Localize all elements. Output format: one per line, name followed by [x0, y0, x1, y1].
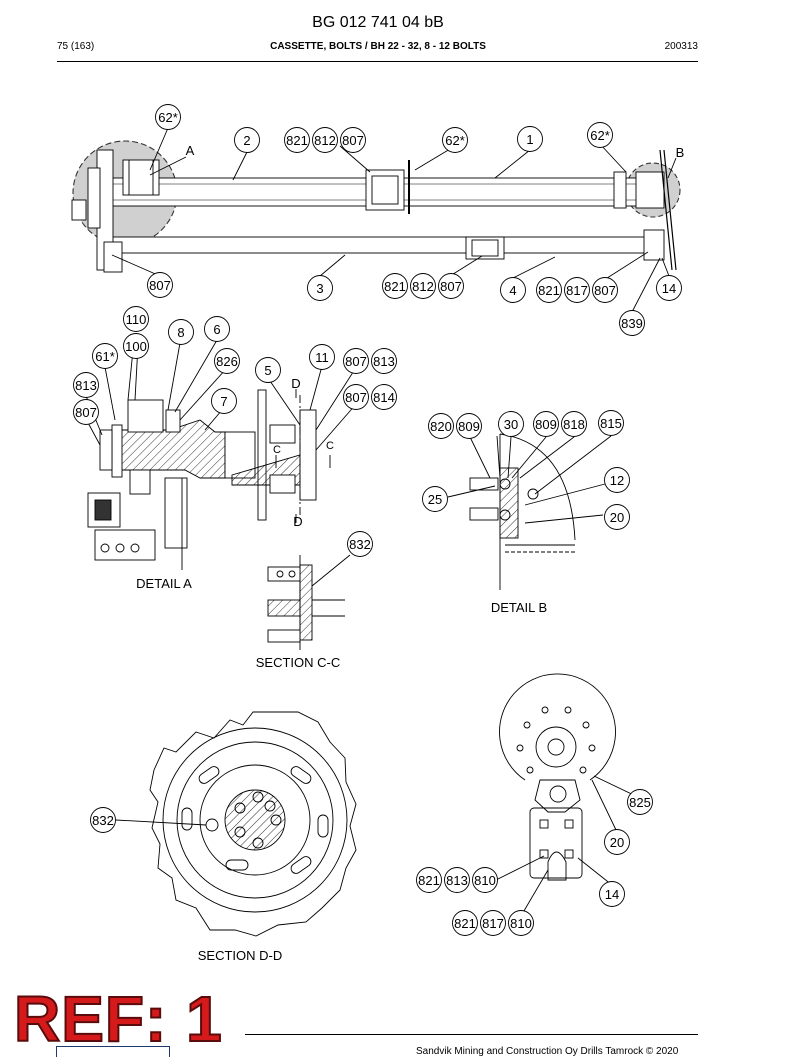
company-logo-icon	[56, 1046, 170, 1057]
callout-main: 3	[316, 281, 323, 296]
section-dd-callouts	[90, 807, 116, 833]
callout-detail-a: 7	[220, 394, 227, 409]
callout-end-view: 813	[446, 873, 468, 888]
detail-b-view	[447, 433, 612, 590]
view-letter-d-bottom: D	[293, 514, 302, 529]
detail-a-callout-labels: 110 8 6 100 61* 826 813 7 807 5 11 807 8…	[75, 312, 395, 552]
callout-detail-a: 813	[75, 378, 97, 393]
callout-main: 807	[594, 283, 616, 298]
callout-detail-a: 5	[264, 363, 271, 378]
caption-detail-b: DETAIL B	[491, 600, 547, 615]
main-callouts	[147, 104, 682, 336]
main-callout-labels: 62* 2 821 812 807 62* 1 62* 807 3 821 81…	[149, 110, 684, 331]
page-reference: 75 (163)	[57, 41, 95, 52]
callout-end-view: 14	[605, 887, 619, 902]
callout-detail-b: 820	[430, 419, 452, 434]
caption-section-cc: SECTION C-C	[256, 655, 341, 670]
footer-copyright: Sandvik Mining and Construction Oy Drill…	[416, 1046, 679, 1057]
main-assembly-view	[71, 127, 681, 313]
section-title: CASSETTE, BOLTS / BH 22 - 32, 8 - 12 BOL…	[270, 41, 486, 52]
callout-detail-a: 807	[345, 354, 367, 369]
callout-end-view: 821	[418, 873, 440, 888]
callout-main: 839	[621, 316, 643, 331]
callout-detail-a: 807	[345, 390, 367, 405]
callout-main: 821	[286, 133, 308, 148]
callout-detail-b: 25	[428, 492, 442, 507]
callout-main: 821	[538, 283, 560, 298]
callout-detail-a: 807	[75, 405, 97, 420]
callout-main: 807	[342, 133, 364, 148]
callout-detail-b: 818	[563, 417, 585, 432]
callout-detail-b: 12	[610, 473, 624, 488]
callout-main: 807	[149, 278, 171, 293]
end-view-callouts	[416, 789, 653, 936]
callout-end-view: 817	[482, 916, 504, 931]
detail-b-callouts	[422, 410, 630, 530]
footer-divider	[245, 1034, 698, 1035]
callout-main: 62*	[445, 133, 465, 148]
callout-detail-a: 814	[373, 390, 395, 405]
date-code: 200313	[664, 41, 698, 52]
callout-end-view: 810	[510, 916, 532, 931]
callout-end-view: 821	[454, 916, 476, 931]
detail-a-view	[85, 339, 358, 570]
section-dd-view	[115, 711, 357, 937]
callout-detail-b: 809	[458, 419, 480, 434]
callout-main: 812	[412, 279, 434, 294]
callout-detail-a: 8	[177, 325, 184, 340]
end-view	[495, 673, 641, 917]
detail-b-callout-labels: 820 809 30 809 818 815 12 25 20	[428, 416, 624, 525]
callout-main: 807	[440, 279, 462, 294]
callout-detail-b: 809	[535, 417, 557, 432]
caption-section-dd: SECTION D-D	[198, 948, 283, 963]
section-cc-view	[267, 554, 351, 650]
callout-end-view: 20	[610, 835, 624, 850]
callout-main: 4	[509, 283, 516, 298]
view-letter-c-right: C	[326, 440, 334, 452]
stamp-badge-icon: REF: 1	[13, 982, 223, 1056]
caption-detail-a: DETAIL A	[136, 576, 192, 591]
view-letter-c-left: C	[273, 444, 281, 456]
callout-detail-a: 110	[126, 312, 147, 327]
view-letter-a: A	[186, 143, 195, 158]
callout-main: 14	[662, 281, 676, 296]
end-view-callout-labels: 825 20 821 813 810 14 821 817 810	[418, 795, 651, 931]
view-letter-d-top: D	[291, 376, 300, 391]
callout-detail-a: 11	[315, 350, 329, 365]
callout-detail-a: 61*	[95, 349, 115, 364]
callout-detail-a: 6	[213, 322, 220, 337]
document-number: BG 012 741 04 bB	[312, 14, 444, 31]
header-divider	[57, 61, 698, 62]
callout-main: 2	[243, 133, 250, 148]
callout-main: 1	[526, 132, 533, 147]
callout-main: 812	[314, 133, 336, 148]
view-letter-b: B	[676, 145, 685, 160]
callout-main: 62*	[590, 128, 610, 143]
callout-detail-a: 100	[125, 339, 147, 354]
callout-detail-b: 815	[600, 416, 622, 431]
callout-main: 817	[566, 283, 588, 298]
callout-main: 821	[384, 279, 406, 294]
detail-a-callouts	[73, 306, 397, 557]
callout-detail-b: 30	[504, 417, 518, 432]
callout-detail-a: 813	[373, 354, 395, 369]
callout-section-dd: 832	[92, 813, 114, 828]
callout-end-view: 810	[474, 873, 496, 888]
callout-detail-a: 832	[349, 537, 371, 552]
callout-end-view: 825	[629, 795, 651, 810]
callout-detail-a: 826	[216, 354, 238, 369]
callout-main: 62*	[158, 110, 178, 125]
callout-detail-b: 20	[610, 510, 624, 525]
